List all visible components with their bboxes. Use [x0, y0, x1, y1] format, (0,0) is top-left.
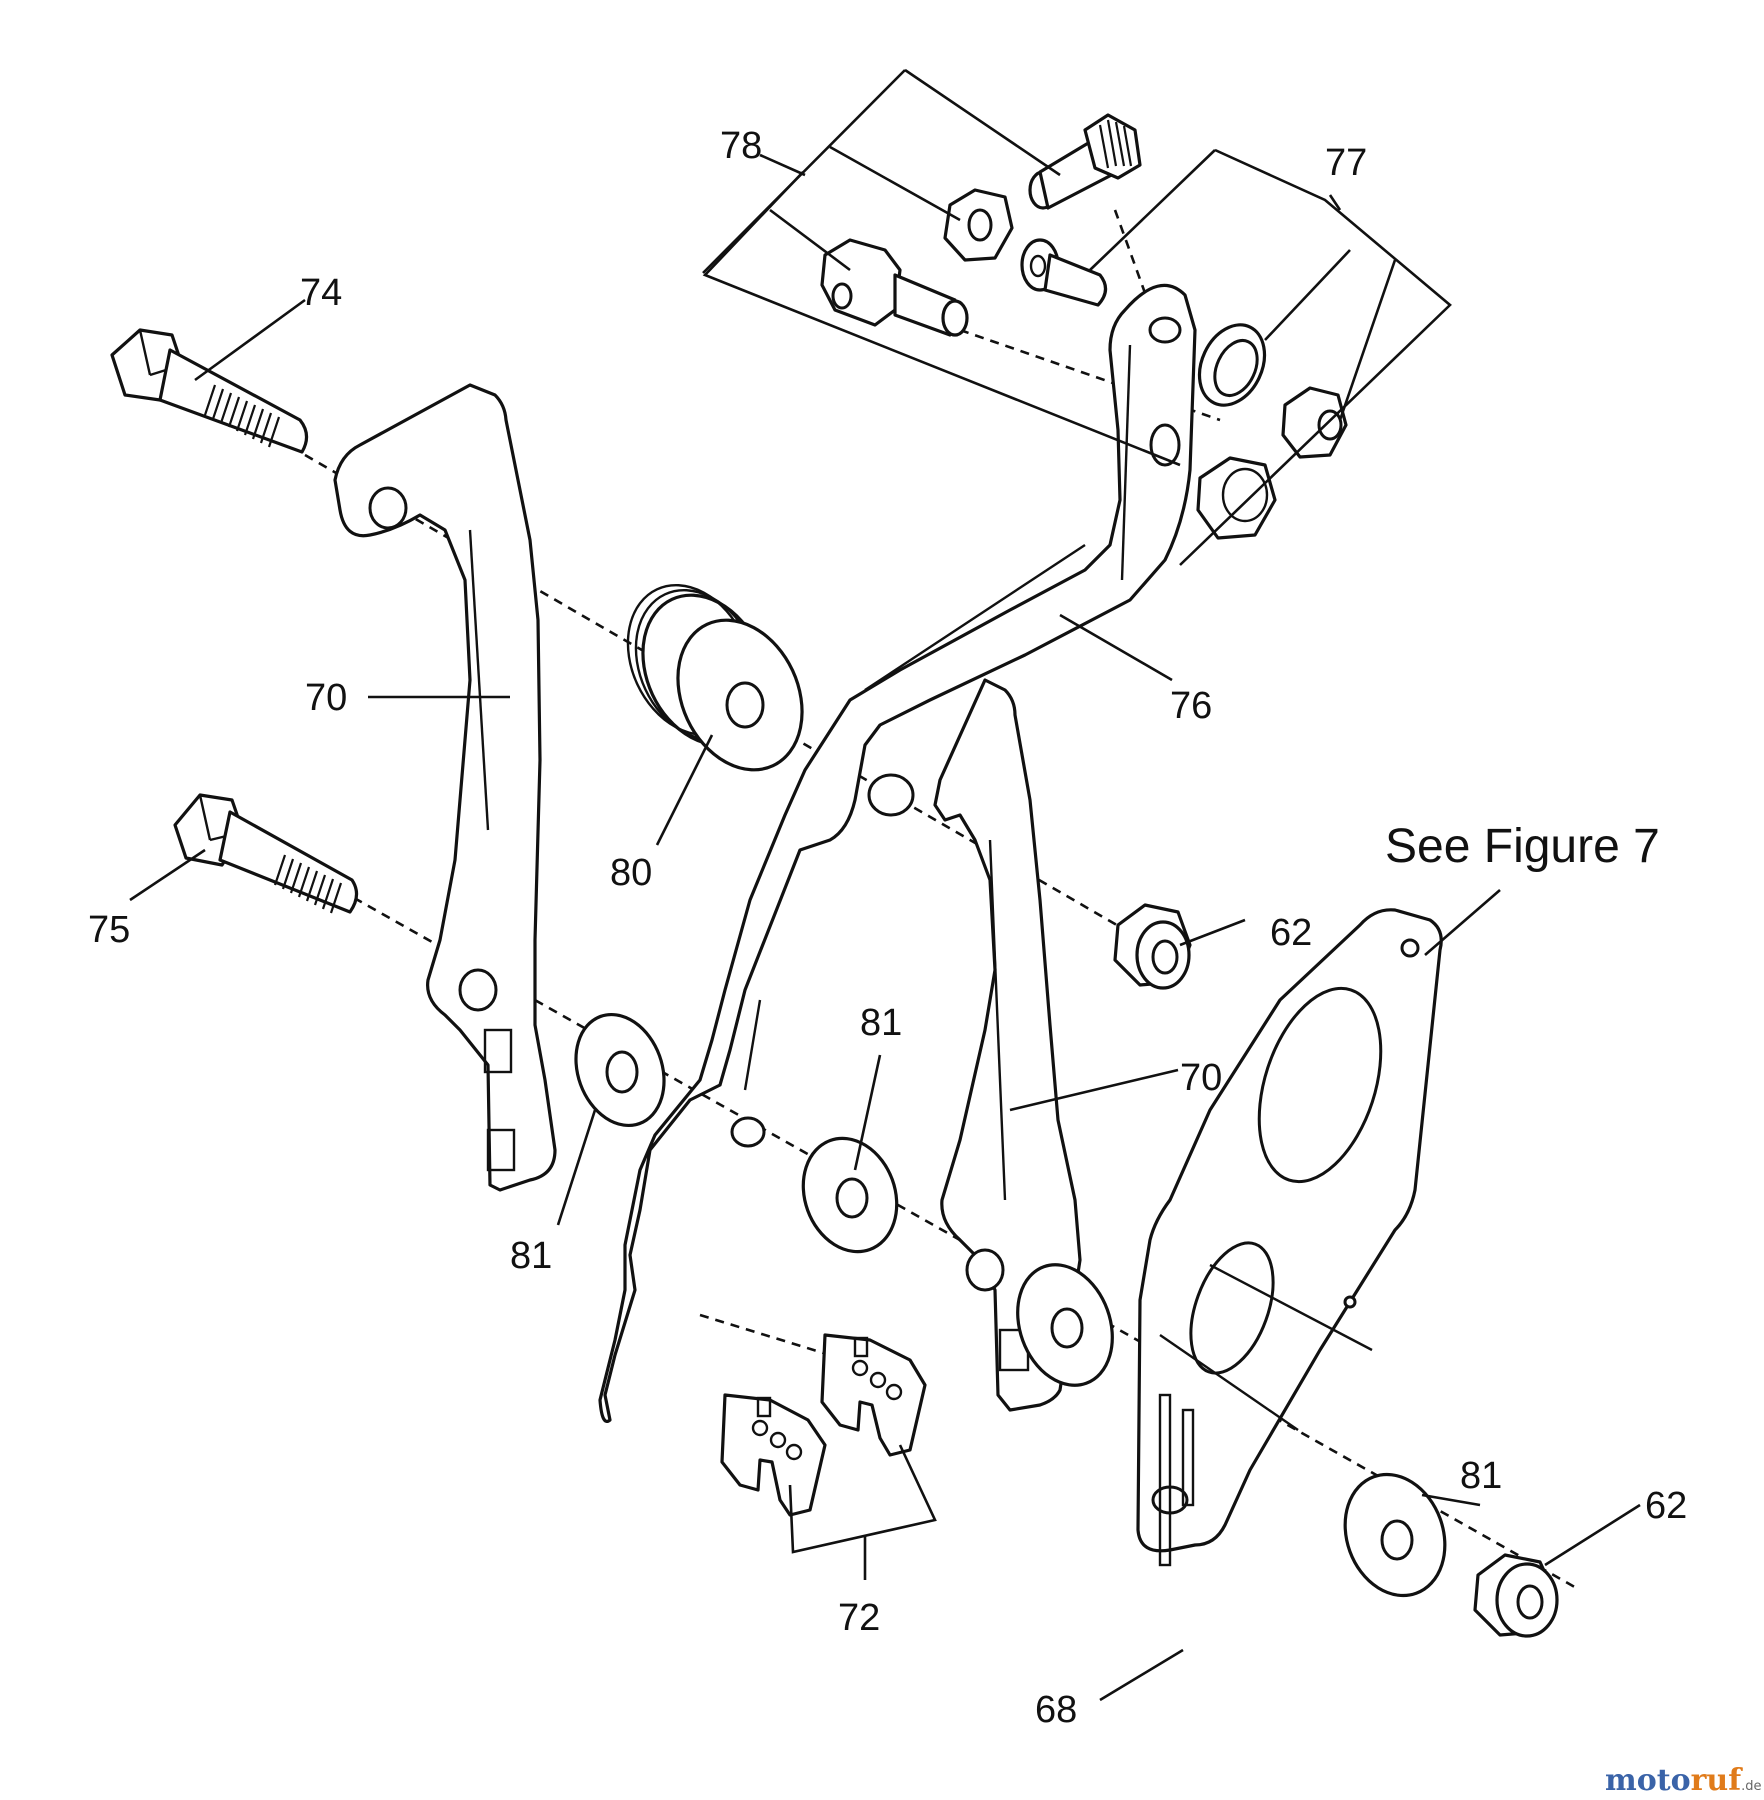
callout-labels: 74 75 70 70 76 77 78 80 62 62 81 81 81 7… — [88, 125, 1687, 1731]
leader-lines — [129, 298, 1641, 1702]
see-figure-note: See Figure 7 — [1385, 820, 1660, 873]
washer-81-right — [1343, 1472, 1447, 1598]
bracket-78 — [702, 68, 1181, 467]
callout-70-right: 70 — [1180, 1057, 1222, 1099]
bolt-75 — [173, 793, 359, 914]
brake-arm-70-left — [333, 383, 557, 1192]
callout-68: 68 — [1035, 1689, 1077, 1731]
callout-77: 77 — [1325, 142, 1367, 184]
nut-77-large — [1196, 456, 1277, 540]
clevis-pin-77 — [1020, 238, 1108, 307]
bolt-74 — [110, 328, 309, 454]
callout-72: 72 — [838, 1597, 880, 1639]
spacer-80 — [626, 583, 804, 772]
callout-81-middle: 81 — [860, 1002, 902, 1044]
brake-link-76 — [598, 283, 1197, 1423]
brake-plate-68 — [1136, 908, 1443, 1567]
bolt-74-threads — [203, 384, 281, 448]
swivel-block-78 — [820, 238, 969, 337]
snap-ring-77 — [1197, 323, 1267, 407]
bolt-75-threads — [273, 854, 343, 914]
callout-81-right: 81 — [1460, 1455, 1502, 1497]
nut-78 — [943, 188, 1014, 262]
watermark-logo: motoruf.de — [1605, 1763, 1762, 1798]
brake-pad-72-right — [820, 1333, 927, 1457]
callout-75: 75 — [88, 909, 130, 951]
callout-70-left: 70 — [305, 677, 347, 719]
bracket-77 — [1089, 148, 1452, 566]
lock-nut-62-upper — [1113, 903, 1192, 990]
washer-on-right-arm — [1016, 1263, 1114, 1387]
callout-62-upper: 62 — [1270, 912, 1312, 954]
watermark-part1: moto — [1605, 1763, 1691, 1798]
callout-80: 80 — [610, 852, 652, 894]
callout-78: 78 — [720, 125, 762, 167]
callout-74: 74 — [300, 272, 342, 314]
svg-text:motoruf.de: motoruf.de — [1605, 1763, 1762, 1798]
brake-pad-72-left — [720, 1393, 827, 1517]
nut-77-small — [1281, 386, 1348, 459]
adjuster-stud-78 — [1028, 113, 1142, 210]
callout-76: 76 — [1170, 685, 1212, 727]
lock-nut-62-lower — [1473, 1553, 1559, 1638]
washer-81-left — [574, 1012, 666, 1128]
callout-62-lower: 62 — [1645, 1485, 1687, 1527]
callout-81-left: 81 — [510, 1235, 552, 1277]
washer-81-middle — [801, 1136, 899, 1254]
watermark-part2: ruf — [1691, 1763, 1744, 1798]
bracket-72 — [788, 1444, 937, 1580]
watermark-suffix: .de — [1741, 1779, 1761, 1794]
